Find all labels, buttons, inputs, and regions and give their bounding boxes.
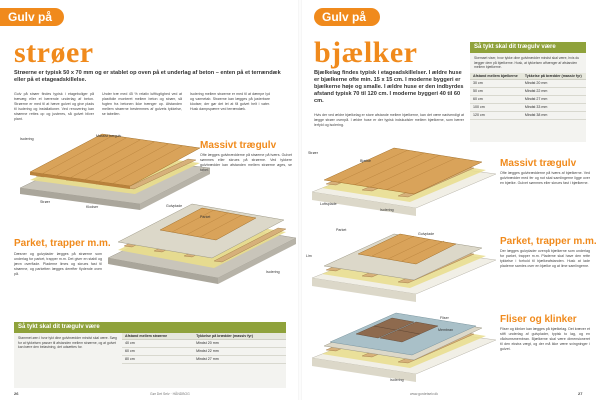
- right-page: Gulv på bjælker Bjælkelag findes typisk …: [300, 0, 600, 400]
- left-table-col1: Afstand mellem strøerne: [122, 333, 194, 341]
- left-table-intro: Stammet øen i hvor tykt dine gulvbrædder…: [18, 336, 117, 350]
- left-thickness-table: Så tykt skal dit trægulv være Stammet øe…: [14, 322, 286, 388]
- right-footer: www.gordetselv.dk: [410, 392, 439, 396]
- label-r-bjaelke: Bjælke: [360, 159, 371, 163]
- left-body-col1: Gulv på strøer findes typisk i etageboli…: [14, 92, 94, 121]
- right-table-heading: Så tykt skal dit trægulv være: [470, 42, 586, 53]
- right-lede: Bjælkelag findes typisk i etageadskillel…: [314, 70, 464, 104]
- right-page-number: 27: [578, 391, 583, 396]
- left-table-grid: Afstand mellem strøerne Tykkelse på bræd…: [122, 333, 286, 365]
- label-klodser: Klodser: [86, 205, 99, 209]
- right-parket-heading: Parket, trapper m.m.: [500, 236, 597, 247]
- spread-gutter: [298, 0, 302, 400]
- label-r-isolering-2: Isolering: [390, 378, 404, 382]
- label-r-membran: Membran: [438, 328, 454, 332]
- label-r-stroer: Strøer: [308, 151, 318, 155]
- left-parket-heading: Parket, trapper m.m.: [14, 238, 111, 249]
- right-fliser-text: Fliser og klinker kan lægges på bjælkela…: [500, 327, 590, 351]
- left-parket-text: Dæsner og gulvplader lægges på strøerne …: [14, 252, 102, 276]
- right-parket-text: Der lægges gulvplader ovenpå bjælkerne s…: [500, 249, 590, 268]
- right-massivt-heading: Massivt trægulv: [500, 158, 577, 169]
- strøer-massivt-illustration: [19, 133, 211, 210]
- right-table-col2: Tykkelse på brædder (massiv fyr): [521, 72, 586, 81]
- right-body: Hvis der ved ældre bjælkelag er store af…: [314, 113, 464, 127]
- right-massivt-text: Ofte lægges gulvbrædderne på tværs af bj…: [500, 171, 590, 185]
- right-table-grid: Afstand mellem bjælkerne Tykkelse på bræ…: [470, 72, 586, 121]
- label-massivt-tragulv: Massivt trægulv: [96, 134, 122, 138]
- left-page-number: 26: [14, 391, 19, 396]
- label-stroer: Strøer: [40, 200, 50, 204]
- left-massivt-text: Ofte lægges gulvbrædderne på strøerne på…: [200, 153, 292, 172]
- right-table-intro: Skemaet viser, hvor tykke dine gulvbrædd…: [474, 56, 580, 70]
- bjaelker-parket-illustration: [311, 233, 497, 302]
- label-gulvplade: Gulvplade: [166, 204, 183, 208]
- label-r-isolering: Isolering: [380, 208, 394, 212]
- bjaelker-massivt-illustration: [311, 147, 497, 216]
- right-page-title: bjælker: [314, 36, 418, 69]
- label-r-fliser: Fliser: [440, 316, 449, 320]
- left-page-title: strøer: [14, 36, 94, 69]
- label-parket: Parket: [200, 215, 211, 219]
- left-massivt-heading: Massivt trægulv: [200, 140, 277, 151]
- section-tab-right: Gulv på: [314, 8, 380, 26]
- label-isolering-2: Isolering: [266, 270, 280, 274]
- section-tab-left: Gulv på: [0, 8, 64, 26]
- bjaelker-fliser-illustration: [311, 312, 497, 382]
- left-body-col2: Under træ med 45 % relativ luftfugtighed…: [102, 92, 182, 116]
- left-footer: Gør Det Selv · HÅNDBOG: [150, 392, 190, 396]
- right-fliser-heading: Fliser og klinker: [500, 314, 577, 325]
- label-r-lofts: Loftsplade: [320, 202, 337, 206]
- left-lede: Strøerne er typisk 50 x 70 mm og er stab…: [14, 70, 281, 83]
- label-r-lim: Lim: [306, 254, 312, 258]
- left-table-col2: Tykkelse på brædder (massiv fyr): [193, 333, 286, 341]
- left-table-heading: Så tykt skal dit trægulv være: [14, 322, 286, 333]
- strøer-parket-illustration: [107, 203, 297, 284]
- label-r-gulvplade: Gulvplade: [418, 232, 435, 236]
- left-page: Gulv på strøer Strøerne er typisk 50 x 7…: [0, 8, 297, 396]
- label-r-parket: Parket: [336, 228, 347, 232]
- label-isolering-1: Isolering: [20, 137, 34, 141]
- right-table-col1: Afstand mellem bjælkerne: [470, 72, 522, 81]
- left-body-col3: Isolering mellem strøerne er med til at …: [190, 92, 270, 111]
- right-thickness-table: Så tykt skal dit trægulv være Skemaet vi…: [470, 42, 586, 142]
